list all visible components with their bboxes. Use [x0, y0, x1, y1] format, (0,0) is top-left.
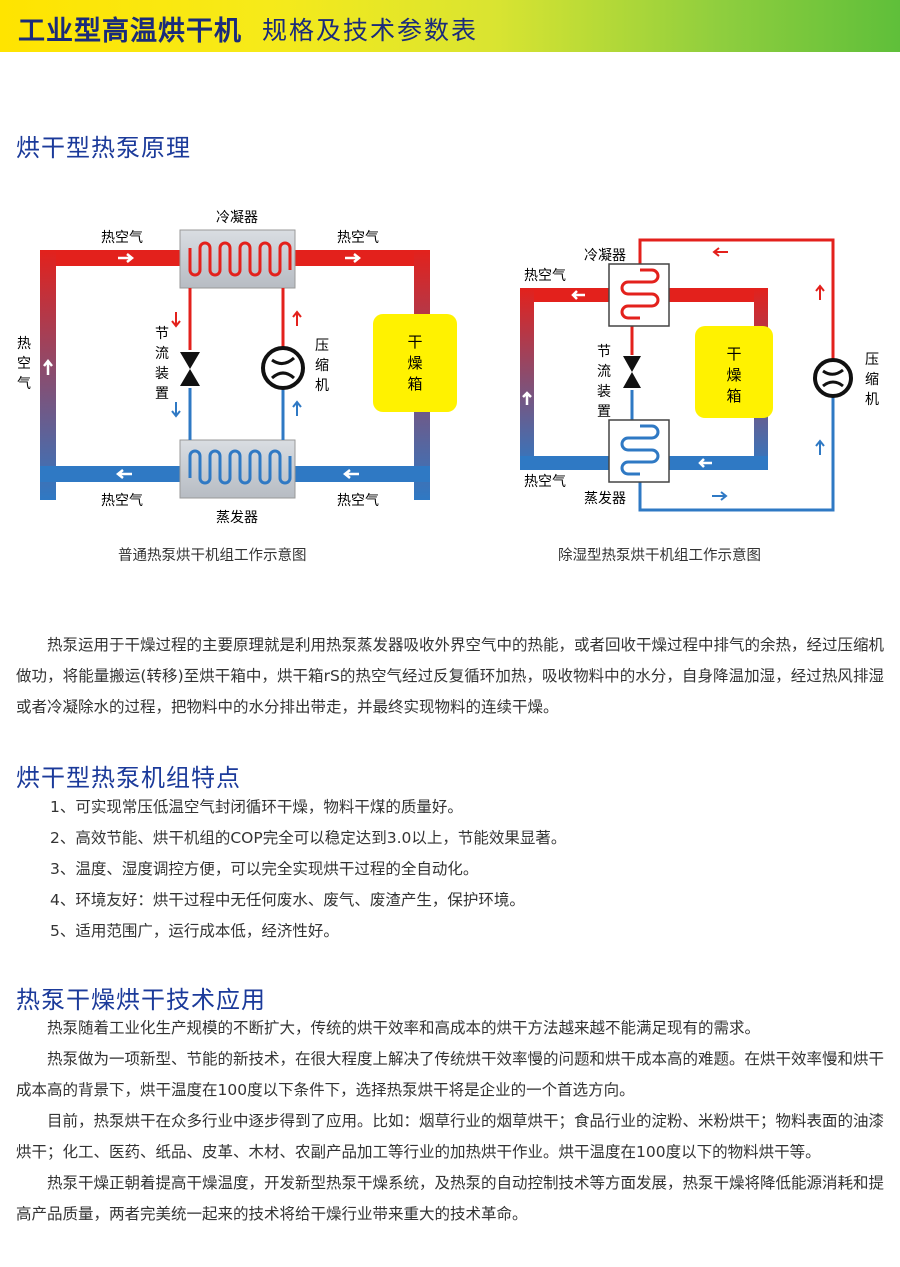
diagram-dehumidify — [520, 238, 853, 512]
diagram2-caption: 除湿型热泵烘干机组工作示意图 — [558, 548, 761, 564]
svg-text:压: 压 — [315, 338, 329, 354]
svg-text:燥: 燥 — [407, 354, 422, 372]
hot-air-label: 热空气 — [337, 230, 379, 246]
hot-air-label: 热空气 — [101, 230, 143, 246]
paragraph: 目前，热泵烘干在众多行业中逐步得到了应用。比如：烟草行业的烟草烘干；食品行业的淀… — [16, 1112, 885, 1161]
svg-text:流: 流 — [155, 346, 169, 362]
svg-text:置: 置 — [155, 386, 169, 402]
heat-pump-diagrams: 冷凝器 蒸发器 热空气 热空气 热空气 热空气 热 空 气 节 流 装 置 压 … — [17, 210, 879, 526]
throttle-label: 节 流 装 置 — [155, 326, 169, 402]
svg-text:装: 装 — [597, 384, 611, 400]
principle-text: 热泵运用于干燥过程的主要原理就是利用热泵蒸发器吸收外界空气中的热能，或者回收干燥… — [16, 636, 885, 716]
dryer-box-label-2: 干 燥 箱 — [726, 345, 741, 405]
svg-text:气: 气 — [17, 376, 31, 392]
svg-text:流: 流 — [597, 364, 611, 380]
svg-text:节: 节 — [155, 326, 169, 342]
paragraph: 热泵随着工业化生产规模的不断扩大，传统的烘干效率和高成本的烘干方法越来越不能满足… — [47, 1019, 761, 1037]
svg-text:干: 干 — [407, 333, 422, 351]
section-title-application: 热泵干燥烘干技术应用 — [16, 986, 266, 1014]
compressor-label-2: 压 缩 机 — [865, 352, 879, 408]
evaporator-label-2: 蒸发器 — [584, 491, 626, 507]
svg-text:机: 机 — [865, 392, 879, 408]
throttle-valve-icon-2 — [623, 356, 641, 388]
throttle-valve-icon — [180, 352, 200, 386]
svg-text:装: 装 — [155, 366, 169, 382]
hot-air-label-2: 热空气 — [524, 268, 566, 284]
diagram1-caption: 普通热泵烘干机组工作示意图 — [118, 548, 307, 564]
svg-text:箱: 箱 — [407, 375, 422, 393]
compressor-icon — [261, 346, 305, 390]
list-item: 4、环境友好：烘干过程中无任何废水、废气、废渣产生，保护环境。 — [50, 891, 525, 909]
hot-air-label: 热空气 — [101, 493, 143, 509]
header-title: 工业型高温烘干机 — [18, 16, 242, 47]
svg-text:置: 置 — [597, 404, 611, 420]
svg-text:燥: 燥 — [726, 366, 741, 384]
section-title-principle: 烘干型热泵原理 — [16, 134, 191, 162]
svg-text:热: 热 — [17, 336, 31, 352]
application-paragraphs: 热泵随着工业化生产规模的不断扩大，传统的烘干效率和高成本的烘干方法越来越不能满足… — [16, 1013, 884, 1230]
compressor-label: 压 缩 机 — [315, 338, 329, 394]
hot-air-label-2: 热空气 — [524, 474, 566, 490]
paragraph: 热泵干燥正朝着提高干燥温度，开发新型热泵干燥系统，及热泵的自动控制技术等方面发展… — [16, 1174, 885, 1223]
header-subtitle: 规格及技术参数表 — [262, 16, 479, 45]
list-item: 1、可实现常压低温空气封闭循环干燥，物料干煤的质量好。 — [50, 798, 463, 816]
diagram-normal — [40, 229, 457, 500]
svg-text:空: 空 — [17, 356, 31, 372]
principle-paragraph: 热泵运用于干燥过程的主要原理就是利用热泵蒸发器吸收外界空气中的热能，或者回收干燥… — [16, 630, 884, 723]
header-banner: 工业型高温烘干机 规格及技术参数表 — [0, 0, 900, 52]
section-title-features: 烘干型热泵机组特点 — [16, 764, 241, 792]
evaporator-label: 蒸发器 — [216, 510, 258, 526]
throttle-label-2: 节 流 装 置 — [597, 344, 611, 420]
svg-text:箱: 箱 — [726, 387, 741, 405]
condenser-label: 冷凝器 — [216, 210, 258, 226]
features-list: 1、可实现常压低温空气封闭循环干燥，物料干煤的质量好。 2、高效节能、烘干机组的… — [50, 792, 870, 947]
svg-text:缩: 缩 — [865, 372, 879, 388]
list-item: 3、温度、湿度调控方便，可以完全实现烘干过程的全自动化。 — [50, 860, 479, 878]
hot-air-vertical-label: 热 空 气 — [17, 336, 31, 392]
hot-air-label: 热空气 — [337, 493, 379, 509]
dryer-box-label: 干 燥 箱 — [407, 333, 422, 393]
list-item: 5、适用范围广，运行成本低，经济性好。 — [50, 922, 339, 940]
svg-text:缩: 缩 — [315, 358, 329, 374]
svg-text:节: 节 — [597, 344, 611, 360]
svg-text:压: 压 — [865, 352, 879, 368]
svg-text:机: 机 — [315, 378, 329, 394]
paragraph: 热泵做为一项新型、节能的新技术，在很大程度上解决了传统烘干效率慢的问题和烘干成本… — [16, 1050, 885, 1099]
list-item: 2、高效节能、烘干机组的COP完全可以稳定达到3.0以上，节能效果显著。 — [50, 829, 567, 847]
compressor-icon-2 — [813, 358, 853, 398]
svg-text:干: 干 — [726, 345, 741, 363]
condenser-label-2: 冷凝器 — [584, 248, 626, 264]
